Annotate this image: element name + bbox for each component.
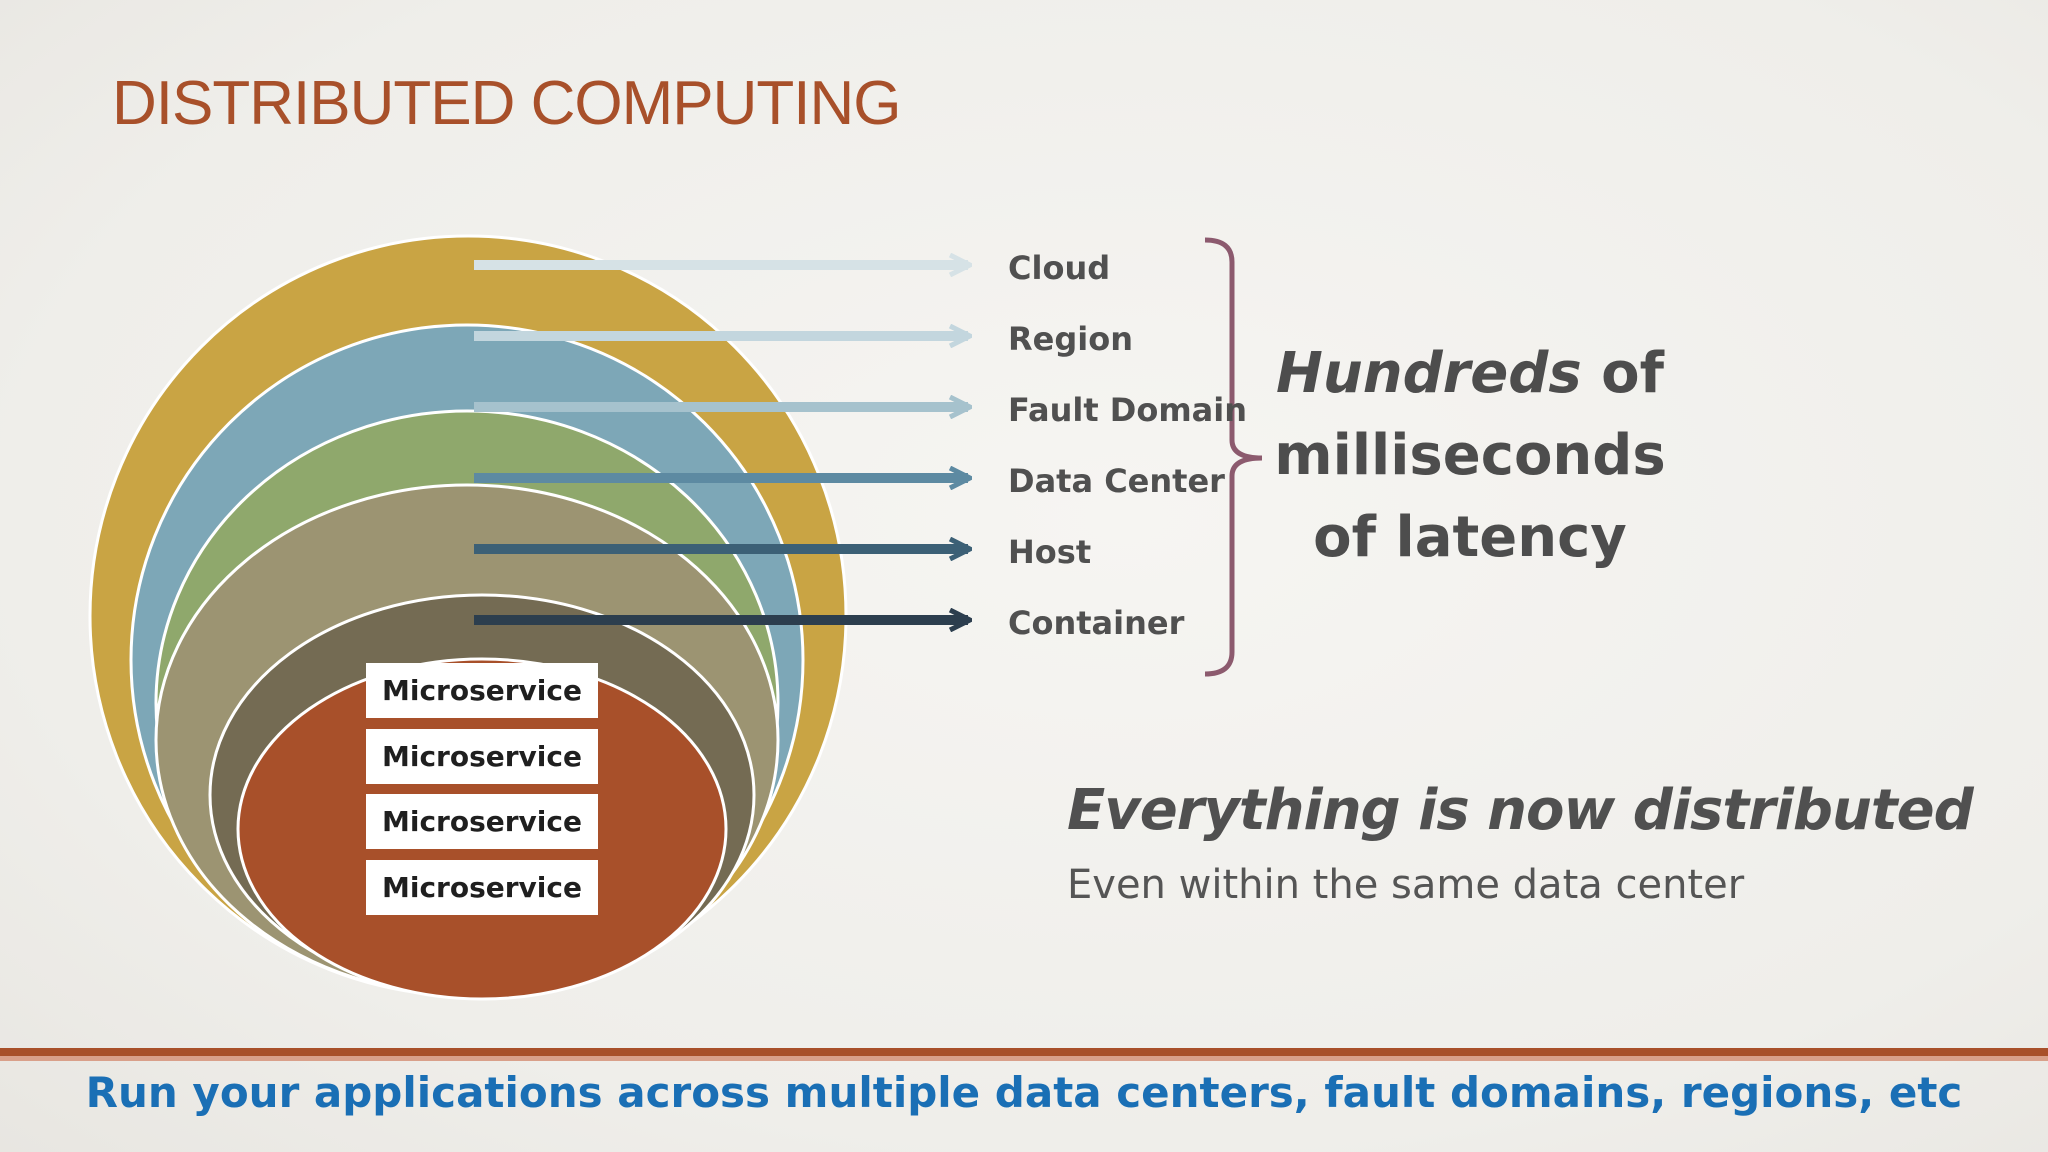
subline: Even within the same data center [1067, 862, 1745, 908]
microservice-box: Microservice [366, 729, 598, 784]
latency-line-2: milliseconds [1274, 423, 1666, 488]
latency-line-3: of latency [1313, 505, 1627, 570]
layer-label-host: Host [1008, 533, 1092, 571]
layer-label-cloud: Cloud [1008, 249, 1111, 287]
slide-title: DISTRIBUTED COMPUTING [112, 69, 901, 138]
layer-label-container: Container [1008, 604, 1185, 642]
microservice-box: Microservice [366, 794, 598, 849]
footer-caption: Run your applications across multiple da… [85, 1068, 1963, 1117]
microservice-box: Microservice [366, 663, 598, 718]
layer-label-region: Region [1008, 320, 1133, 358]
headline: Everything is now distributed [1067, 778, 1974, 843]
latency-bracket [1204, 237, 1263, 677]
latency-line-1-rest: of [1581, 341, 1665, 406]
layer-label-data-center: Data Center [1008, 462, 1225, 500]
latency-callout: Hundreds of milliseconds of latency [1250, 333, 1690, 579]
microservice-box: Microservice [366, 860, 598, 915]
latency-line-1: Hundreds of [1250, 333, 1690, 415]
layer-label-fault-domain: Fault Domain [1008, 391, 1247, 429]
latency-emphasis: Hundreds [1275, 341, 1582, 406]
footer-divider-accent [0, 1056, 2048, 1061]
footer-divider [0, 1048, 2048, 1056]
